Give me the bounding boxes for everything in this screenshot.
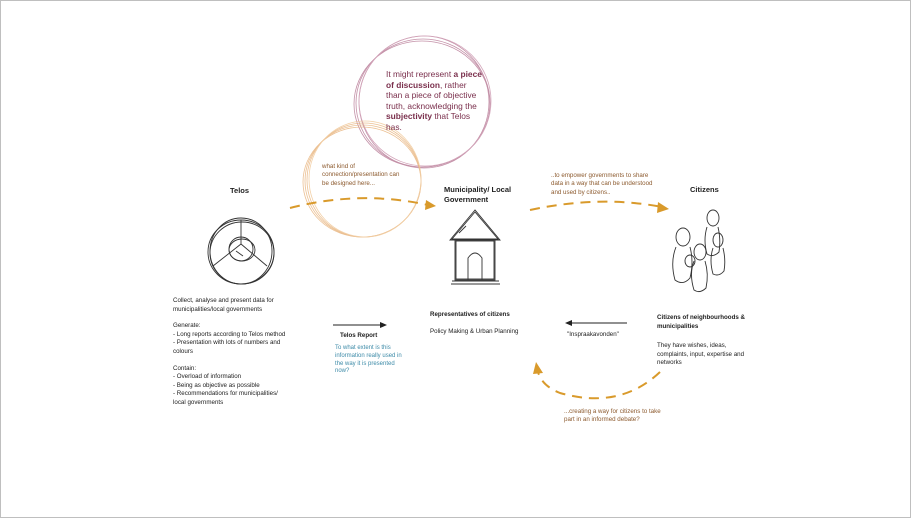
municipality-title: Municipality/ Local Government (444, 185, 512, 204)
discussion-bubble-text: It might represent a piece of discussion… (386, 69, 482, 133)
citizens-title-line: municipalities (657, 323, 699, 330)
generate-item: - Long reports according to Telos method (173, 330, 286, 338)
contain-item: local governments (173, 398, 224, 406)
arrow-inspraakavonden (565, 320, 627, 326)
generate-item: - Presentation with lots of numbers and (173, 339, 281, 347)
connection-bubble-text: what kind of connection/presentation can… (322, 163, 400, 187)
citizens-block-title: Citizens of neighbourhoods & municipalit… (657, 313, 745, 331)
contain-item: - Being as objective as possible (173, 381, 260, 389)
bubble-text-part: It might represent (386, 69, 454, 79)
contain-heading: Contain: (173, 364, 197, 372)
connection-bubble (302, 120, 422, 238)
citizens-title-line: Citizens of neighbourhoods & (657, 314, 745, 321)
contain-item: - Overload of information (173, 373, 242, 381)
bubble-text-part: that Telos has. (386, 111, 471, 132)
informed-debate-label: ...creating a way for citizens to take p… (564, 408, 661, 424)
telos-description: Collect, analyse and present data for mu… (173, 297, 285, 408)
bubble-text-bold: subjectivity (386, 111, 433, 122)
citizens-text-line: networks (657, 359, 682, 367)
bubble-text-part: , rather than a piece of objective truth… (386, 79, 477, 111)
citizens-title: Citizens (690, 185, 719, 194)
telos-title: Telos (230, 186, 250, 195)
generate-heading: Generate: (173, 322, 201, 330)
telos-question-text: To what extent is this information reall… (335, 345, 402, 375)
bubble-text-bold: a piece of discussion (386, 69, 482, 90)
representatives-title: Representatives of citizens (430, 311, 510, 318)
telos-wheel-icon (207, 217, 275, 285)
generate-item: colours (173, 347, 193, 355)
telos-intro-line: Collect, analyse and present data for (173, 297, 274, 304)
contain-item: - Recommendations for municipalities/ (173, 390, 278, 398)
telos-report-label: Telos Report (340, 332, 378, 339)
big-discussion-bubble (353, 35, 492, 169)
citizens-text-line: They have wishes, ideas, (657, 342, 727, 349)
arrow-telos-report (333, 322, 387, 328)
citizens-description: They have wishes, ideas, complaints, inp… (657, 342, 744, 368)
arrow-citizens-to-municipality (533, 362, 661, 400)
empower-label: ..to empower governments to share data i… (551, 172, 653, 196)
arrow-telos-to-municipality (289, 197, 436, 210)
citizens-people-icon (672, 209, 726, 293)
citizens-text-line: complaints, input, expertise and (657, 350, 745, 358)
town-hall-icon (449, 209, 501, 285)
arrow-municipality-to-citizens (529, 200, 669, 213)
inspraakavonden-label: "Inspraakavonden" (567, 331, 619, 338)
policy-making-text: Policy Making & Urban Planning (430, 328, 519, 335)
telos-intro-line: municipalities/local governments (173, 305, 263, 313)
